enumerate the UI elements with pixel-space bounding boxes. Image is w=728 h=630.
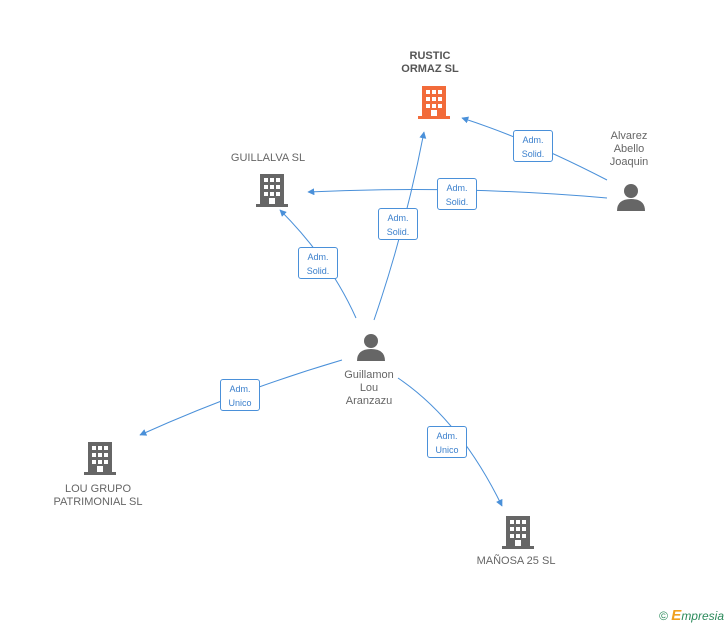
edge-badge-guillamon-lou[interactable]: Adm. Unico [220, 379, 260, 411]
brand-initial: E [671, 607, 682, 624]
edge-badge-guillamon-manosa[interactable]: Adm. Unico [427, 426, 467, 458]
node-label-manosa: MAÑOSA 25 SL [476, 555, 556, 567]
building-icon[interactable] [256, 172, 288, 208]
building-icon[interactable] [502, 514, 534, 550]
edge-badge-guillamon-guillalva[interactable]: Adm. Solid. [298, 247, 338, 279]
node-label-lou-grupo: LOU GRUPO PATRIMONIAL SL [53, 483, 143, 508]
edge-badge-alvarez-rustic[interactable]: Adm. Solid. [513, 130, 553, 162]
person-icon[interactable] [616, 183, 646, 211]
edge-badge-alvarez-guillalva[interactable]: Adm. Solid. [437, 178, 477, 210]
node-label-guillalva: GUILLALVA SL [230, 152, 306, 164]
node-label-alvarez: Alvarez Abello Joaquin [609, 130, 649, 168]
copyright-symbol: © [659, 609, 668, 623]
brand-name: mpresia [681, 609, 724, 623]
person-icon[interactable] [356, 333, 386, 361]
node-label-guillamon: Guillamon Lou Aranzazu [344, 369, 394, 407]
empresia-logo: © Empresia [659, 607, 724, 624]
edge-badge-guillamon-rustic[interactable]: Adm. Solid. [378, 208, 418, 240]
building-icon[interactable] [84, 440, 116, 476]
node-label-rustic: RUSTIC ORMAZ SL [401, 50, 459, 75]
building-icon[interactable] [418, 84, 450, 120]
